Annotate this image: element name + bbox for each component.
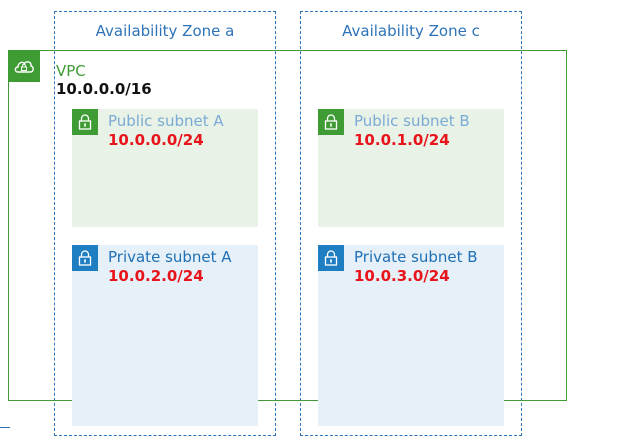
public-subnet-a: Public subnet A 10.0.0.0/24 — [72, 109, 258, 227]
cloud-lock-icon — [8, 50, 40, 82]
lock-icon — [72, 109, 98, 135]
availability-zone-c-label: Availability Zone c — [342, 22, 480, 40]
vpc-label: VPC — [56, 62, 86, 80]
lock-icon — [318, 109, 344, 135]
public-subnet-b-cidr: 10.0.1.0/24 — [354, 131, 450, 149]
vpc-boundary — [8, 50, 567, 401]
availability-zone-c: Availability Zone c — [300, 11, 522, 436]
public-subnet-a-title: Public subnet A — [108, 112, 224, 130]
lock-icon — [318, 245, 344, 271]
corner-mark — [0, 427, 10, 428]
private-subnet-a: Private subnet A 10.0.2.0/24 — [72, 245, 258, 426]
private-subnet-b-cidr: 10.0.3.0/24 — [354, 267, 450, 285]
private-subnet-a-title: Private subnet A — [108, 248, 232, 266]
availability-zone-a-label: Availability Zone a — [95, 22, 235, 40]
lock-icon — [72, 245, 98, 271]
vpc-cidr: 10.0.0.0/16 — [56, 80, 152, 98]
public-subnet-b-title: Public subnet B — [354, 112, 470, 130]
private-subnet-b-title: Private subnet B — [354, 248, 478, 266]
availability-zone-a: Availability Zone a — [54, 11, 276, 436]
private-subnet-a-cidr: 10.0.2.0/24 — [108, 267, 204, 285]
private-subnet-b: Private subnet B 10.0.3.0/24 — [318, 245, 504, 426]
public-subnet-a-cidr: 10.0.0.0/24 — [108, 131, 204, 149]
public-subnet-b: Public subnet B 10.0.1.0/24 — [318, 109, 504, 227]
